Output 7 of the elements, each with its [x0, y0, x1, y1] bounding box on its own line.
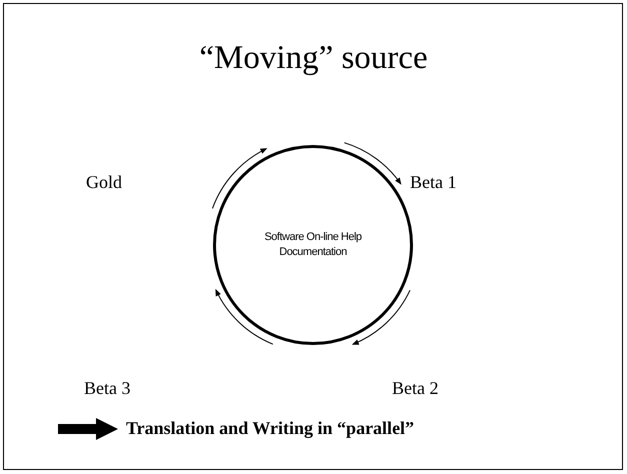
- circle-text: Software On-line Help Documentation: [263, 230, 363, 260]
- stage-label: Gold: [86, 171, 122, 194]
- slide-title: “Moving” source: [199, 39, 428, 78]
- bullet-text: Translation and Writing in “parallel”: [126, 417, 414, 440]
- stage-label: Beta 2: [392, 377, 438, 400]
- stage-label: Beta 1: [410, 171, 456, 194]
- stage-label: Beta 3: [84, 377, 130, 400]
